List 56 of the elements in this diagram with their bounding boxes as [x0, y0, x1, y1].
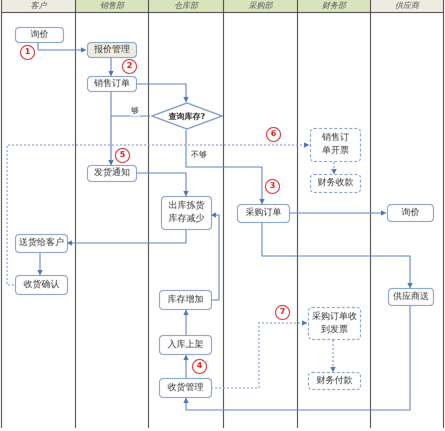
arrow — [66, 230, 187, 246]
edge-label: 够 — [130, 106, 140, 116]
process-box: 询价 — [15, 27, 64, 43]
lane-header: 客户 — [2, 0, 75, 13]
process-box: 收货确认 — [15, 275, 68, 295]
arrow — [289, 210, 386, 216]
process-box: 入库上架 — [159, 335, 212, 355]
callout-number: 4 — [192, 359, 207, 374]
dashed-arrow — [6, 142, 310, 286]
process-box: 报价管理 — [87, 42, 137, 58]
lane-header: 仓库部 — [149, 0, 223, 13]
arrow — [108, 58, 114, 76]
process-box: 销售订单 — [87, 76, 137, 92]
dashed-arrow — [330, 340, 336, 372]
dashed-process-box: 财务收款 — [310, 174, 361, 193]
callout-number: 2 — [122, 59, 137, 74]
dashed-arrow — [211, 320, 308, 389]
callout-number: 1 — [20, 45, 35, 60]
arrow — [185, 130, 265, 204]
swimlane — [370, 0, 444, 428]
edge-label: 不够 — [190, 150, 208, 160]
process-box: 采购订单 — [237, 204, 290, 223]
arrow — [183, 354, 189, 378]
decision-diamond: 查询库存? — [151, 102, 223, 130]
arrow — [37, 43, 86, 53]
arrow — [136, 83, 189, 102]
callout-number: 3 — [265, 179, 280, 194]
process-box: 送货给客户 — [15, 234, 68, 253]
dashed-process-box: 财务付款 — [308, 372, 361, 390]
swimlane — [297, 0, 370, 428]
lane-header: 供应商 — [371, 0, 443, 13]
dashed-arrow — [331, 162, 337, 174]
swimlane — [75, 0, 148, 428]
process-box: 供应商送 — [388, 288, 434, 306]
callout-number: 5 — [115, 148, 130, 163]
swimlane — [1, 0, 75, 428]
arrow — [37, 253, 43, 276]
process-box: 询价 — [387, 204, 434, 222]
arrow — [183, 310, 189, 335]
callout-number: 6 — [266, 127, 281, 142]
process-box: 出库拣货库存减少 — [161, 196, 212, 230]
swimlane — [148, 0, 223, 428]
lane-header: 销售部 — [76, 0, 148, 13]
arrow — [261, 223, 413, 288]
arrow — [183, 306, 411, 411]
callout-number: 7 — [275, 305, 290, 320]
arrow — [136, 172, 189, 196]
dashed-process-box: 销售订单开票 — [310, 128, 361, 162]
dashed-process-box: 采购订单收到发票 — [308, 307, 361, 340]
process-box: 收货管理 — [159, 378, 212, 398]
lane-header: 采购部 — [224, 0, 297, 13]
lane-header: 财务部 — [298, 0, 370, 13]
arrow — [210, 212, 220, 301]
process-box: 发货通知 — [87, 165, 137, 182]
process-box: 库存增加 — [159, 290, 212, 310]
arrow — [108, 115, 150, 166]
